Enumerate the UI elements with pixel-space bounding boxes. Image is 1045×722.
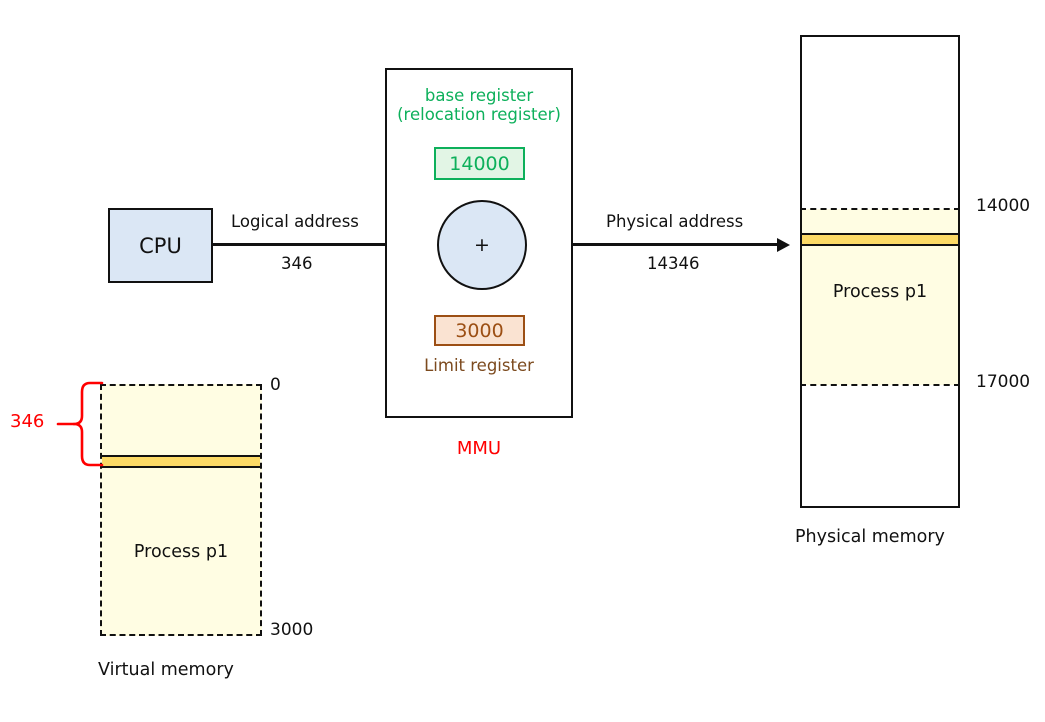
virtual-memory-box bbox=[100, 384, 262, 636]
physical-address-arrow-head-icon bbox=[777, 237, 790, 252]
physical-memory-region-upper bbox=[802, 209, 958, 235]
mmu-caption: MMU bbox=[456, 438, 502, 459]
virtual-memory-caption: Virtual memory bbox=[98, 660, 234, 680]
base-register-value-text: 14000 bbox=[449, 152, 510, 175]
base-register-label: base register (relocation register) bbox=[397, 86, 561, 125]
base-register-value-box: 14000 bbox=[434, 147, 525, 180]
logical-address-label: Logical address bbox=[231, 212, 359, 231]
cpu-box: CPU bbox=[108, 208, 213, 283]
virtual-memory-process-label: Process p1 bbox=[133, 542, 229, 562]
limit-register-value-text: 3000 bbox=[455, 319, 504, 342]
physical-memory-limit-dashed-line bbox=[800, 384, 960, 386]
physical-memory-limit-address-label: 17000 bbox=[976, 372, 1031, 392]
physical-memory-base-dashed-line bbox=[800, 208, 960, 210]
limit-register-value-box: 3000 bbox=[434, 315, 525, 346]
physical-memory-caption: Physical memory bbox=[795, 527, 945, 547]
logical-address-arrow-line bbox=[213, 243, 413, 246]
physical-memory-process-label: Process p1 bbox=[832, 282, 928, 302]
offset-brace-icon bbox=[56, 381, 104, 467]
limit-register-label: Limit register bbox=[424, 356, 534, 375]
physical-address-value: 14346 bbox=[647, 254, 700, 273]
physical-address-arrow-line bbox=[573, 243, 781, 246]
plus-icon: + bbox=[474, 234, 490, 256]
cpu-label: CPU bbox=[139, 233, 182, 258]
logical-address-value: 346 bbox=[281, 254, 313, 273]
physical-memory-base-address-label: 14000 bbox=[976, 196, 1031, 216]
physical-memory-offset-band bbox=[802, 233, 958, 246]
adder-circle: + bbox=[437, 200, 527, 290]
virtual-memory-offset-band bbox=[102, 455, 260, 468]
physical-memory-region-lower bbox=[802, 246, 958, 385]
offset-value-label: 346 bbox=[10, 411, 45, 432]
physical-address-label: Physical address bbox=[606, 212, 744, 231]
virtual-memory-bottom-address-label: 3000 bbox=[270, 620, 314, 640]
virtual-memory-top-address-label: 0 bbox=[270, 375, 281, 395]
